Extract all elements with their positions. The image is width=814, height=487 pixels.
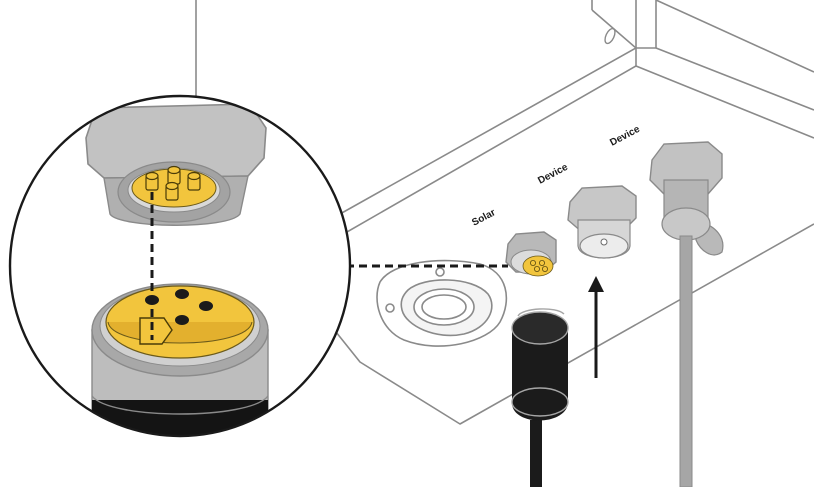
screw-hole-icon — [603, 27, 617, 45]
device-port-2-label: Device — [608, 124, 642, 149]
solar-port-icon[interactable] — [506, 232, 556, 276]
device-port-2-icon[interactable] — [650, 142, 723, 487]
black-plug-icon[interactable] — [512, 309, 568, 487]
magnified-callout — [10, 96, 350, 460]
grey-cable — [680, 236, 692, 487]
device-port-1-label: Device — [536, 162, 570, 187]
device-port-1-icon[interactable] — [568, 186, 636, 258]
solar-port-label: Solar — [470, 207, 497, 229]
black-cable — [530, 420, 542, 487]
up-arrow-icon — [588, 276, 604, 378]
mounting-flange — [377, 261, 506, 346]
